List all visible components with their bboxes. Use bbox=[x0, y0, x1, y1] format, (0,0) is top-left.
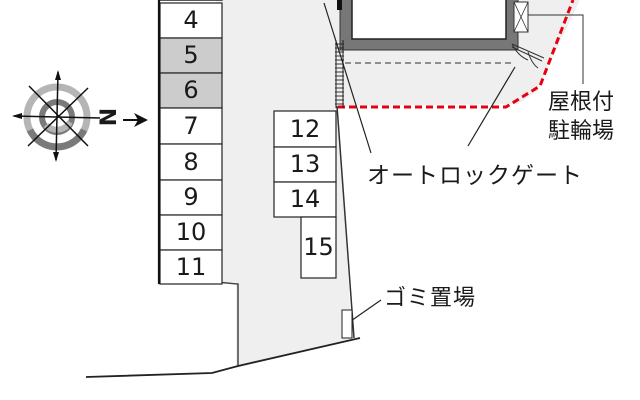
parking-slot-14: 14 bbox=[289, 185, 321, 213]
compass-rose-icon bbox=[12, 70, 101, 162]
leader-autolock-2 bbox=[467, 66, 516, 147]
lot-boundary-line bbox=[215, 281, 239, 366]
leader-bicycle bbox=[528, 14, 584, 84]
bicycle-area-boundary bbox=[338, 0, 575, 109]
parking-slot-5: 5 bbox=[183, 41, 199, 69]
parking-slot-9: 9 bbox=[183, 183, 199, 211]
parking-slot-12: 12 bbox=[289, 115, 321, 143]
autolock-gate-label: オートロックゲート bbox=[367, 163, 583, 189]
parking-column-right bbox=[273, 110, 337, 279]
parking-slot-8: 8 bbox=[183, 148, 199, 176]
lot-edge-line bbox=[336, 105, 355, 339]
road-edge-line bbox=[85, 337, 361, 378]
parking-slot-13: 13 bbox=[289, 150, 321, 178]
bicycle-parking-label-line2: 駐輪場 bbox=[548, 119, 615, 144]
leader-garbage bbox=[347, 299, 382, 324]
bicycle-parking-label-line1: 屋根付 bbox=[548, 90, 615, 115]
north-arrow-icon bbox=[123, 113, 148, 127]
garbage-box bbox=[341, 309, 353, 339]
parking-slot-6: 6 bbox=[183, 76, 199, 104]
entrance-box bbox=[513, 1, 529, 33]
parking-slot-15: 15 bbox=[303, 233, 334, 261]
door-icon bbox=[511, 43, 545, 69]
leader-autolock-1 bbox=[323, 2, 372, 154]
parking-slot-10: 10 bbox=[175, 218, 207, 246]
garbage-area-label: ゴミ置場 bbox=[384, 286, 477, 311]
parking-column-left bbox=[157, 0, 223, 285]
parking-slot-7: 7 bbox=[183, 112, 199, 140]
parking-slot-4: 4 bbox=[183, 6, 199, 34]
parking-slot-11: 11 bbox=[175, 253, 207, 281]
building bbox=[339, 0, 519, 51]
north-label: N bbox=[97, 107, 123, 127]
